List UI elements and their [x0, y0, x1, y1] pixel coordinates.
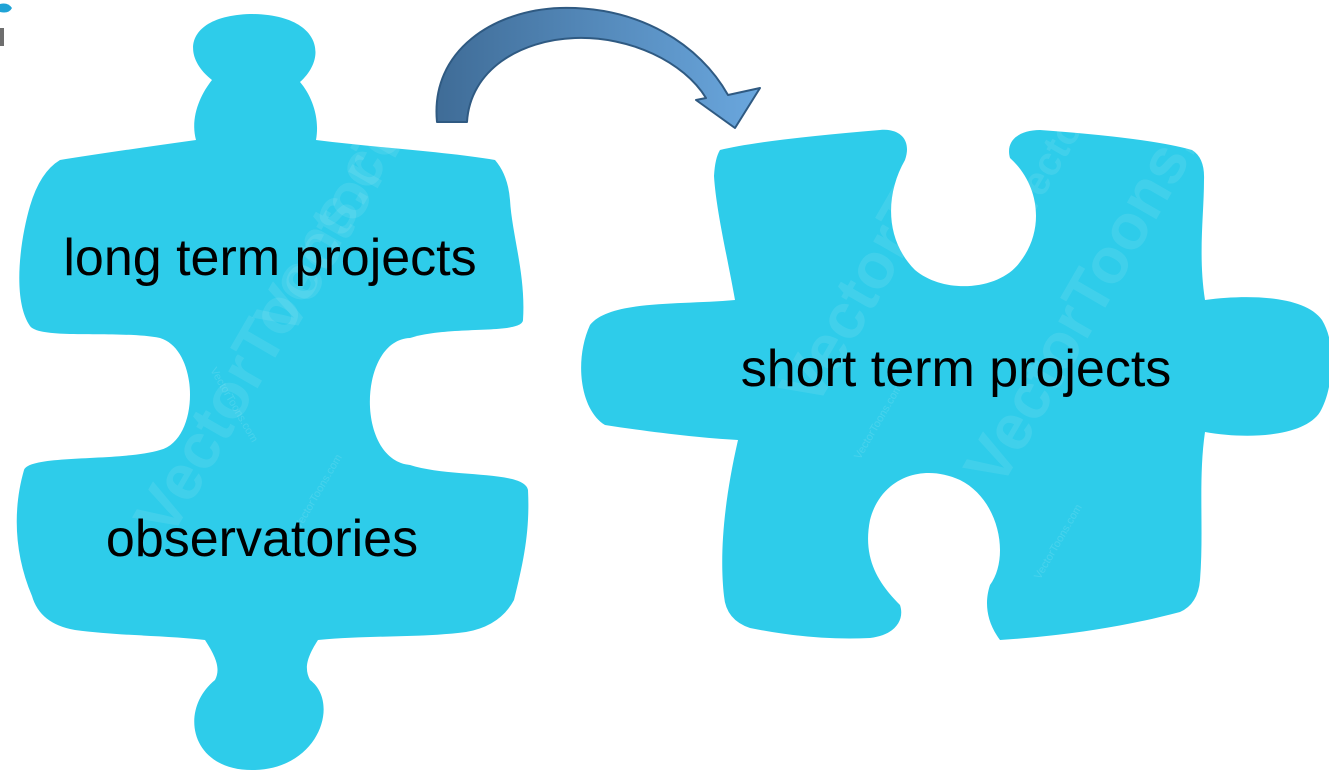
label-short-term-projects: short term projects [741, 340, 1172, 398]
label-observatories: observatories [106, 510, 418, 568]
logo-fragment-icon [0, 3, 12, 46]
left-puzzle-piece [16, 14, 529, 771]
right-puzzle-piece [581, 129, 1329, 640]
label-long-term-projects: long term projects [63, 229, 476, 287]
curved-arrow-icon [435, 6, 761, 129]
